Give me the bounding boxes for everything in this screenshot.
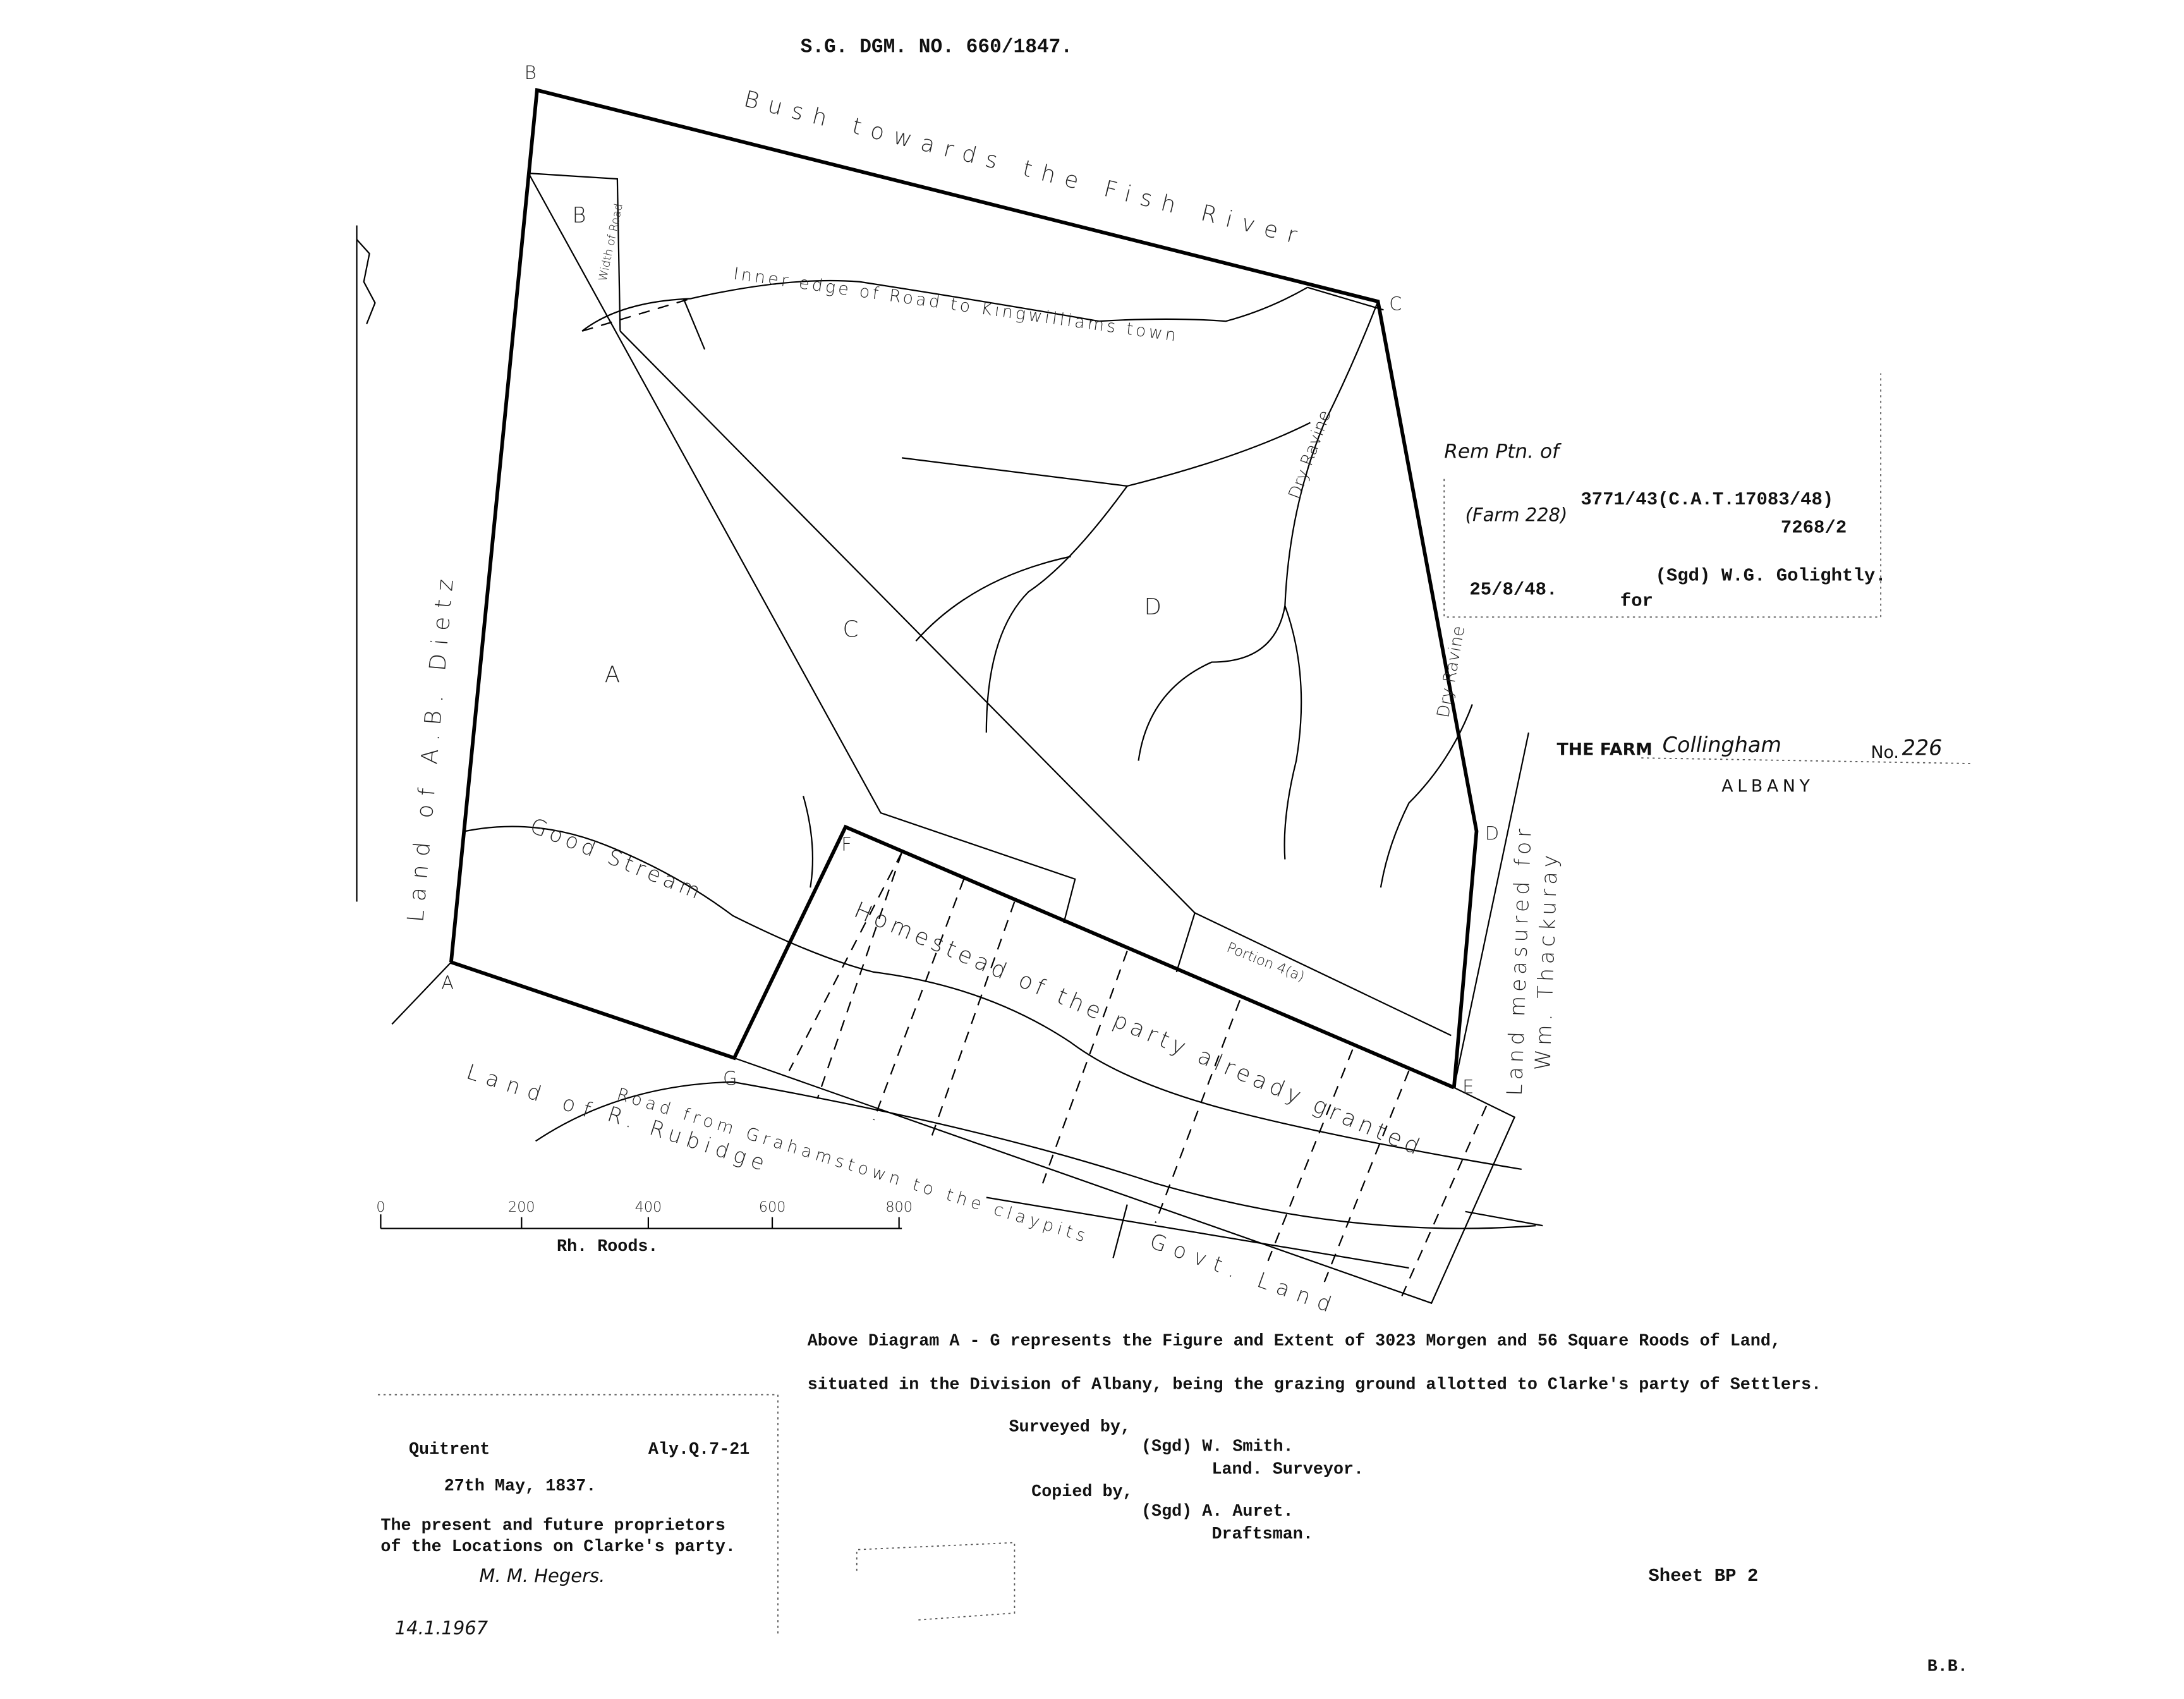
- scale-tick-400: 400: [635, 1199, 662, 1215]
- surveyor-title: Land. Surveyor.: [1211, 1460, 1364, 1479]
- endorsement-for: for: [1620, 590, 1653, 611]
- beacon-d: D: [1485, 822, 1499, 844]
- area-c: C: [842, 616, 858, 642]
- grant-date: 27th May, 1837.: [444, 1477, 597, 1496]
- faded-stamp: [856, 1542, 1016, 1621]
- farm-stamp: THE FARM Collingham No. 226 ALBANY: [1557, 733, 1973, 796]
- grant-quitrent: Quitrent: [409, 1440, 490, 1459]
- endorsement-ref2: 7268/2: [1781, 518, 1847, 539]
- surveyor-name: (Sgd) W. Smith.: [1141, 1438, 1294, 1457]
- beacon-b: B: [525, 62, 537, 83]
- road-label: Inner edge of Road to Kingwilliams town: [732, 264, 1180, 346]
- south-road-label: Road from Grahamstown to the claypits: [615, 1085, 1092, 1248]
- grant-holders1: The present and future proprietors: [380, 1517, 725, 1536]
- scale-tick-200: 200: [508, 1199, 535, 1215]
- description-line2: situated in the Division of Albany, bein…: [808, 1376, 1821, 1395]
- endorsement-signed: (Sgd) W.G. Golightly.: [1656, 565, 1886, 586]
- grant-date-stamp: 14.1.1967: [395, 1617, 488, 1638]
- scale-tick-0: 0: [376, 1199, 385, 1215]
- ravine-label-1: Dry Ravine: [1285, 408, 1335, 502]
- homestead-label: Homestead of the party already granted: [851, 897, 1428, 1161]
- farm-name: Collingham: [1663, 733, 1781, 757]
- farm-no-label: No.: [1871, 743, 1899, 762]
- copied-by: Copied by,: [1031, 1483, 1132, 1502]
- south-land-label-1: Land of: [464, 1059, 602, 1125]
- beacon-b-inner: B: [573, 203, 586, 228]
- ravine-label-2: Dry Ravine: [1433, 624, 1469, 719]
- grant-box: Quitrent Aly.Q.7-21 27th May, 1837. The …: [377, 1394, 779, 1638]
- initials: B.B.: [1927, 1657, 1968, 1676]
- scale-tick-600: 600: [759, 1199, 786, 1215]
- beacon-a: A: [441, 972, 454, 994]
- diagram-number: S.G. DGM. NO. 660/1847.: [801, 36, 1072, 58]
- endorsement-box: Rem Ptn. of (Farm 228) 3771/43(C.A.T.170…: [1443, 373, 1886, 618]
- east-land-label-2: Wm. Thackuray: [1530, 850, 1562, 1071]
- west-land-label: Land of A.B. Dietz: [403, 569, 459, 923]
- homestead-strip: [391, 732, 1543, 1305]
- stream-label: Good Stream: [526, 813, 707, 905]
- area-a: A: [605, 662, 620, 688]
- description-line1: Above Diagram A - G represents the Figur…: [808, 1332, 1781, 1351]
- farm-division: ALBANY: [1721, 777, 1814, 796]
- beacon-f: F: [841, 834, 852, 855]
- beacon-e: E: [1462, 1076, 1474, 1098]
- endorsement-date: 25/8/48.: [1469, 580, 1557, 600]
- grant-ref: Aly.Q.7-21: [648, 1440, 749, 1459]
- area-d: D: [1144, 594, 1161, 620]
- sheet-number: Sheet BP 2: [1648, 1566, 1758, 1586]
- farm-prefix: THE FARM: [1557, 740, 1653, 760]
- beacon-g: G: [723, 1068, 737, 1089]
- farm-number: 226: [1902, 736, 1943, 760]
- govt-land-label: Govt. Land: [1146, 1228, 1342, 1320]
- north-edge-label: Bush towards the Fish River: [741, 86, 1309, 251]
- beacon-c: C: [1389, 293, 1402, 314]
- endorsement-ref: 3771/43(C.A.T.17083/48): [1580, 489, 1833, 510]
- grant-signature: M. M. Hegers.: [479, 1565, 605, 1586]
- scale-bar: 0 200 400 600 800 Rh. Roods.: [376, 1199, 913, 1257]
- survey-credits: Surveyed by, (Sgd) W. Smith. Land. Surve…: [1009, 1418, 1364, 1544]
- scale-unit: Rh. Roods.: [557, 1238, 658, 1257]
- surveyed-by: Surveyed by,: [1009, 1418, 1131, 1437]
- endorsement-farm: (Farm 228): [1465, 504, 1568, 526]
- road-width-label: Width of Road: [596, 202, 626, 283]
- draftsman-title: Draftsman.: [1211, 1525, 1313, 1544]
- endorsement-line1: Rem Ptn. of: [1444, 440, 1562, 463]
- draftsman-name: (Sgd) A. Auret.: [1141, 1502, 1294, 1521]
- grant-holders2: of the Locations on Clarke's party.: [380, 1538, 736, 1557]
- beacon-labels: B B C D E F G A A C D: [441, 62, 1499, 1098]
- scale-tick-800: 800: [885, 1199, 913, 1215]
